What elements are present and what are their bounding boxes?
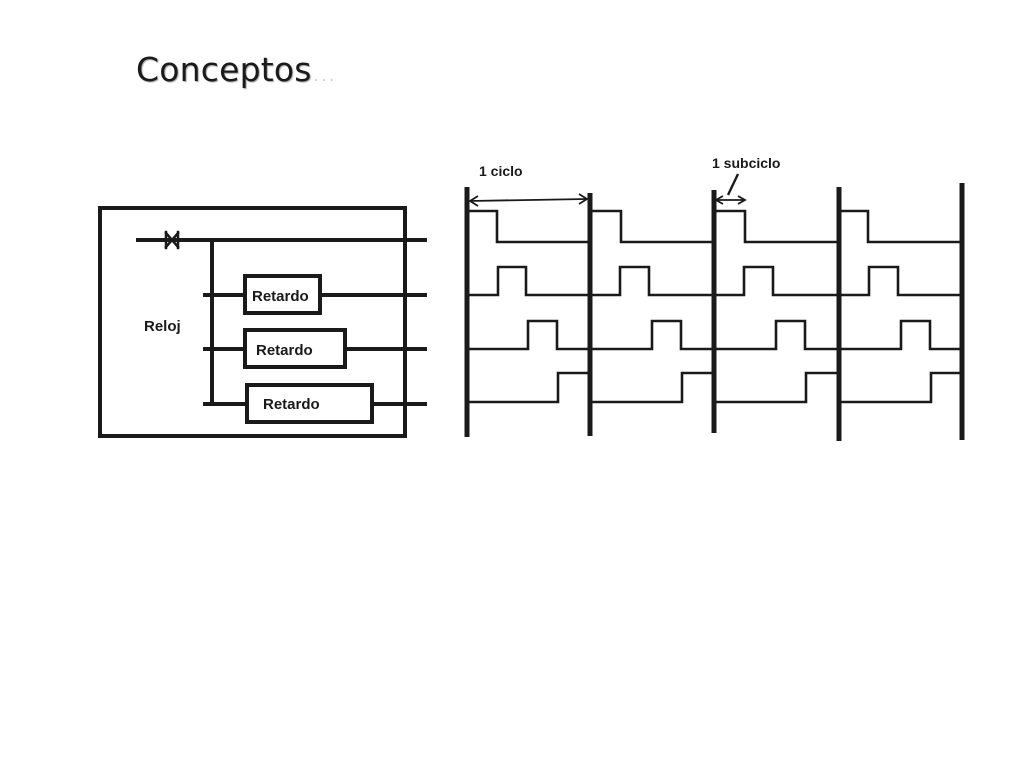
oscillator-icon	[164, 230, 180, 250]
waveform-phase-4	[467, 371, 962, 404]
cycle-label: 1 ciclo	[479, 163, 523, 179]
timing-diagram	[464, 173, 965, 441]
subcycle-leader	[726, 173, 740, 196]
waveform-phase-2	[467, 265, 962, 297]
waveform-phase-3	[467, 319, 962, 351]
subcycle-dimension	[714, 173, 747, 205]
cycle-dimension	[468, 193, 589, 207]
delay-label-2: Retardo	[256, 342, 313, 359]
delay-label-3: Retardo	[263, 396, 320, 413]
circuit-frame	[98, 206, 407, 438]
clock-circuit	[98, 206, 427, 438]
slide-title: Conceptos	[136, 50, 312, 89]
title-ellipsis: ...	[313, 67, 337, 85]
title-block: Conceptos...	[136, 50, 337, 89]
waveform-phase-1	[467, 209, 962, 244]
clock-label: Reloj	[144, 318, 181, 335]
phase-waveforms	[467, 209, 962, 404]
subcycle-label: 1 subciclo	[712, 155, 780, 171]
delay-label-1: Retardo	[252, 288, 309, 305]
